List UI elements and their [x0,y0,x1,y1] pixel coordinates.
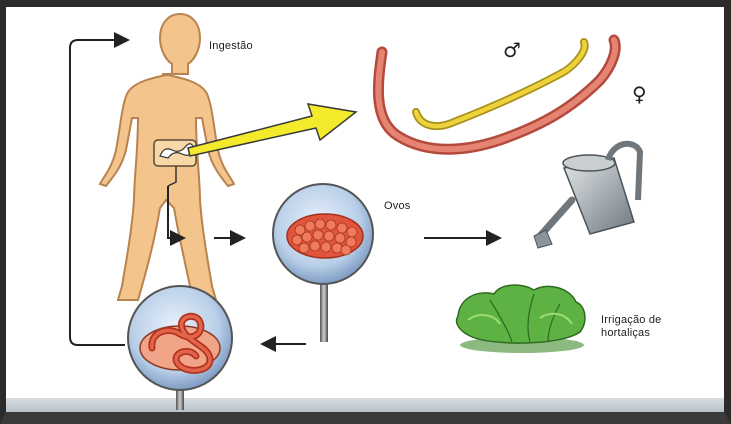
label-irrigation-line1: Irrigação de [601,314,662,327]
lettuce-icon [457,285,585,353]
label-ingestion: Ingestão [209,40,253,53]
larva-lens [128,286,232,410]
label-eggs: Ovos [384,200,410,213]
egg-lens [273,184,373,342]
female-symbol-icon: ♀ [632,84,647,104]
label-irrigation-line2: hortaliças [601,327,650,340]
human-body [100,14,234,300]
watering-can-icon [534,144,640,248]
male-symbol-icon: ♂ [503,40,521,60]
